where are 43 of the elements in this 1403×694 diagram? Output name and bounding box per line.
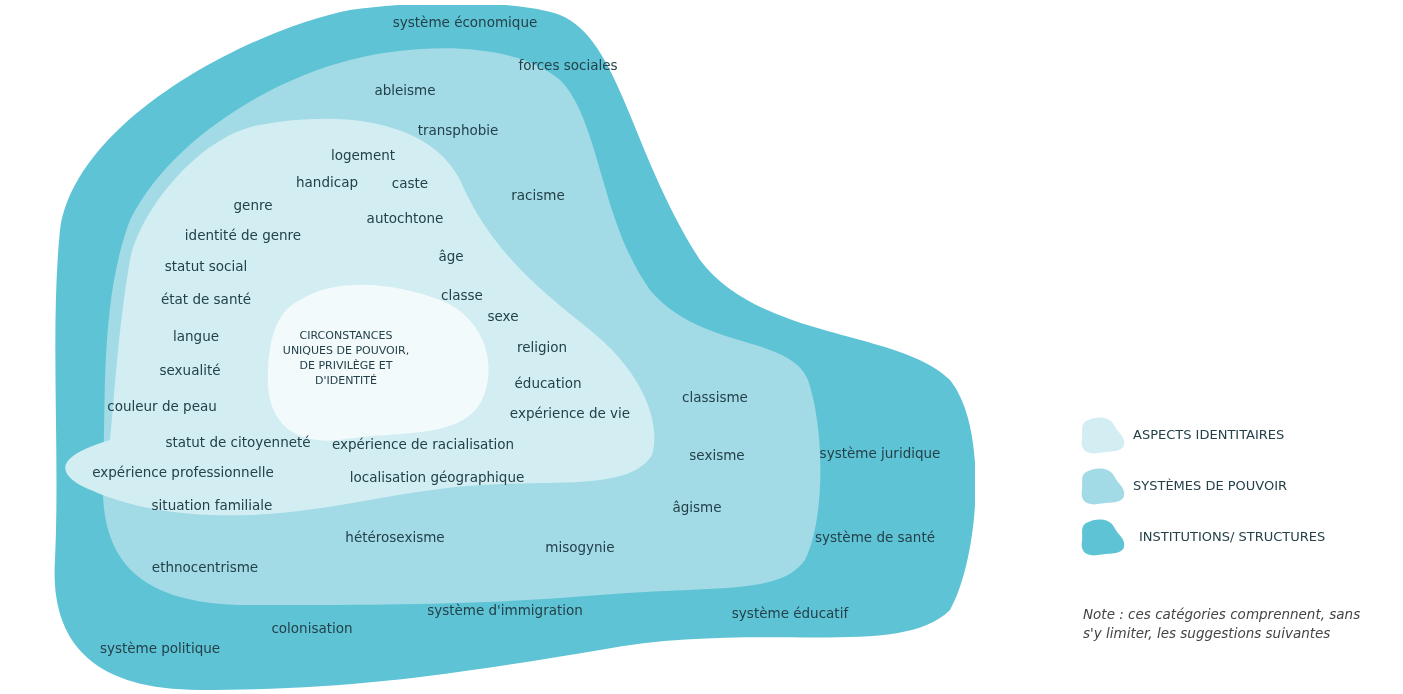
identity-aspect-text: caste [391, 175, 429, 191]
identity-aspect-text: langue [173, 328, 219, 344]
identity-aspect-text: éducation [514, 375, 582, 391]
legend-label: ASPECTS IDENTITAIRES [1133, 427, 1285, 442]
identity-aspect-text: expérience professionnelle [92, 464, 274, 480]
institution-text: système juridique [819, 445, 941, 461]
power-system-text: classisme [682, 389, 748, 405]
identity-aspect-text: expérience de vie [509, 405, 631, 421]
identity-aspect-text: sexualité [159, 362, 221, 378]
institution-text: système de santé [815, 529, 935, 545]
power-system-text: ableisme [374, 82, 436, 98]
identity-aspect-text: expérience de racialisation [331, 436, 515, 452]
identity-aspect-text: religion [516, 339, 568, 355]
power-system-text: transphobie [417, 122, 499, 138]
note-text: Note : ces catégories comprennent, sans s'y limiter, les suggestions suivantes [1083, 605, 1362, 643]
power-system-text: sexisme [689, 447, 745, 463]
institution-text: système économique [392, 14, 538, 30]
power-system-text: racisme [511, 187, 565, 203]
identity-aspect-text: handicap [296, 174, 358, 190]
power-system-text: misogynie [545, 539, 615, 555]
identity-aspect-text: âge [438, 248, 464, 264]
identity-aspect-text: classe [441, 287, 483, 303]
identity-aspect-text: autochtone [366, 210, 444, 226]
identity-aspect-text: situation familiale [151, 497, 273, 513]
identity-aspect-text: statut social [164, 258, 248, 274]
power-system-text: ethnocentrisme [151, 559, 259, 575]
power-system-text: hétérosexisme [345, 529, 445, 545]
identity-aspect-text: identité de genre [184, 227, 302, 243]
institution-text: système éducatif [731, 605, 849, 621]
identity-aspect-text: état de santé [160, 291, 252, 307]
legend-label: INSTITUTIONS/ STRUCTURES [1139, 529, 1326, 544]
institution-text: système politique [99, 640, 221, 656]
identity-aspect-text: logement [330, 147, 396, 163]
identity-aspect-text: localisation géographique [349, 469, 525, 485]
identity-aspect-text: couleur de peau [107, 398, 217, 414]
power-system-text: âgisme [672, 499, 722, 515]
identity-aspect-text: genre [233, 197, 273, 213]
institution-text: système d'immigration [427, 602, 583, 618]
institution-text: colonisation [271, 620, 353, 636]
identity-aspect-text: statut de citoyenneté [165, 434, 311, 450]
legend-label: SYSTÈMES DE POUVOIR [1133, 478, 1288, 493]
identity-aspect-text: sexe [487, 308, 519, 324]
center-text: CIRCONSTANCES UNIQUES DE POUVOIR, DE PRIVILÈGE ET D'IDENTITÉ [281, 328, 411, 388]
